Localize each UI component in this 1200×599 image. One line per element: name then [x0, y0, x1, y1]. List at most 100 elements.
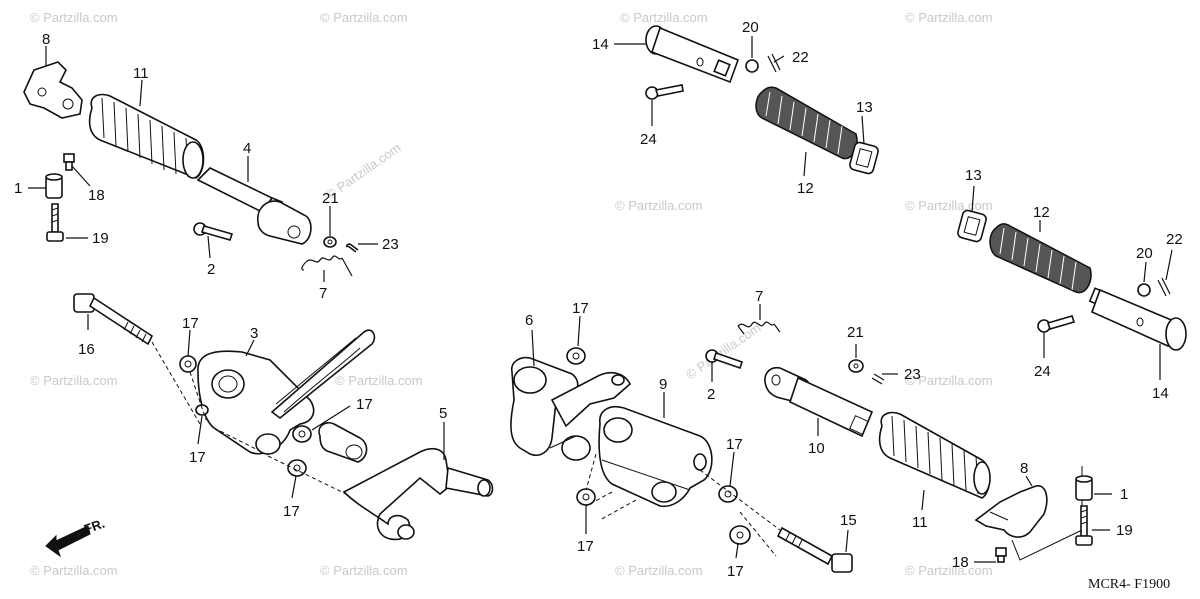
spring-7-left	[301, 255, 353, 277]
callout: 2	[207, 261, 215, 278]
callout: 1	[1120, 486, 1128, 503]
front-direction-arrow: FR.	[45, 516, 107, 558]
watermark: © Partzilla.com	[905, 563, 993, 578]
washer-17-a	[179, 355, 197, 373]
washer-17-f	[718, 485, 738, 503]
callout: 9	[659, 376, 667, 393]
step-plate-9	[598, 406, 713, 508]
callout: 17	[577, 538, 594, 555]
cotter-22-top	[767, 53, 781, 73]
callout: 17	[283, 503, 300, 520]
watermark: © Partzilla.com	[905, 198, 993, 213]
watermarks: © Partzilla.com © Partzilla.com © Partzi…	[30, 10, 993, 578]
callout: 20	[742, 19, 759, 36]
callout: 14	[592, 36, 609, 53]
callout: 22	[792, 49, 809, 66]
footpeg-rubber-11-left	[88, 93, 205, 179]
callout: 17	[727, 563, 744, 580]
callout: 4	[243, 140, 251, 157]
callout: 8	[42, 31, 50, 48]
callout: 19	[1116, 522, 1133, 539]
cotter-23-right	[871, 373, 885, 385]
callout: 20	[1136, 245, 1153, 262]
leader-lines	[28, 36, 1173, 563]
front-label: FR.	[82, 516, 107, 537]
callout: 11	[912, 514, 928, 531]
watermark: © Partzilla.com	[320, 10, 408, 25]
diagram-code: MCR4- F1900	[1088, 577, 1170, 592]
callout: 22	[1166, 231, 1183, 248]
watermark: © Partzilla.com	[30, 10, 118, 25]
callout: 15	[840, 512, 857, 529]
collar-1-left	[45, 173, 63, 199]
watermark: © Partzilla.com	[615, 563, 703, 578]
callout: 18	[88, 187, 105, 204]
callout: 13	[965, 167, 982, 184]
callout: 2	[707, 386, 715, 403]
spring-7-right	[737, 321, 781, 335]
callout-labels: 8 11 1 18 19 4 2 21 23 7 16 17 3 17 17 1…	[14, 19, 1183, 580]
callout: 18	[952, 554, 969, 571]
bolt-19-left	[46, 203, 64, 242]
assembly-guide-lines-2	[585, 453, 781, 557]
bolt-19-right	[1075, 505, 1093, 546]
washer-17-b	[292, 425, 312, 443]
bolt-18-left	[63, 153, 75, 171]
footpeg-rubber-12-top	[755, 86, 858, 160]
collar-1-right	[1075, 475, 1093, 501]
callout: 24	[1034, 363, 1051, 380]
callout: 12	[1033, 204, 1050, 221]
washer-21-right	[848, 359, 864, 373]
callout: 17	[189, 449, 206, 466]
washer-17-h	[729, 525, 751, 545]
callout: 17	[356, 396, 373, 413]
watermark: © Partzilla.com	[620, 10, 708, 25]
watermark: © Partzilla.com	[30, 563, 118, 578]
washer-17-e	[566, 347, 586, 365]
callout: 17	[182, 315, 199, 332]
callout: 14	[1152, 385, 1169, 402]
watermark: © Partzilla.com	[683, 320, 763, 383]
pivot-pin-14-top	[645, 25, 740, 84]
step-holder-6	[510, 356, 631, 461]
step-bracket-8-right	[974, 485, 1048, 538]
footpeg-bar-4	[196, 167, 312, 245]
callout: 23	[904, 366, 921, 383]
cotter-22-right	[1157, 277, 1171, 297]
watermark: © Partzilla.com	[905, 373, 993, 388]
washer-17-g	[576, 488, 596, 506]
cap-13-top	[849, 141, 879, 175]
callout: 17	[572, 300, 589, 317]
watermark: © Partzilla.com	[320, 563, 408, 578]
watermark: © Partzilla.com	[905, 10, 993, 25]
footpeg-bar-10	[764, 366, 874, 438]
washer-20-right	[1137, 283, 1151, 297]
callout: 5	[439, 405, 447, 422]
callout: 12	[797, 180, 814, 197]
callout: 10	[808, 440, 825, 457]
pivot-pin-14-right	[1088, 287, 1187, 351]
bolt-15	[776, 526, 853, 573]
callout: 21	[322, 190, 339, 207]
bolt-18-right	[995, 547, 1007, 563]
pin-2-left	[193, 222, 234, 241]
callout: 19	[92, 230, 109, 247]
washer-20-top	[745, 59, 759, 73]
callout: 1	[14, 180, 22, 197]
callout: 16	[78, 341, 95, 358]
callout: 13	[856, 99, 873, 116]
watermark: © Partzilla.com	[335, 373, 423, 388]
step-bar-5	[318, 421, 494, 541]
step-bracket-8-left	[23, 61, 83, 119]
callout: 8	[1020, 460, 1028, 477]
callout: 17	[726, 436, 743, 453]
cap-13-right	[957, 209, 987, 243]
pin-24-right	[1037, 315, 1076, 333]
cotter-23-left	[345, 243, 359, 253]
callout: 7	[319, 285, 327, 302]
bolt-16	[73, 293, 154, 346]
pin-24-top	[645, 84, 684, 100]
callout: 6	[525, 312, 533, 329]
callout: 21	[847, 324, 864, 341]
